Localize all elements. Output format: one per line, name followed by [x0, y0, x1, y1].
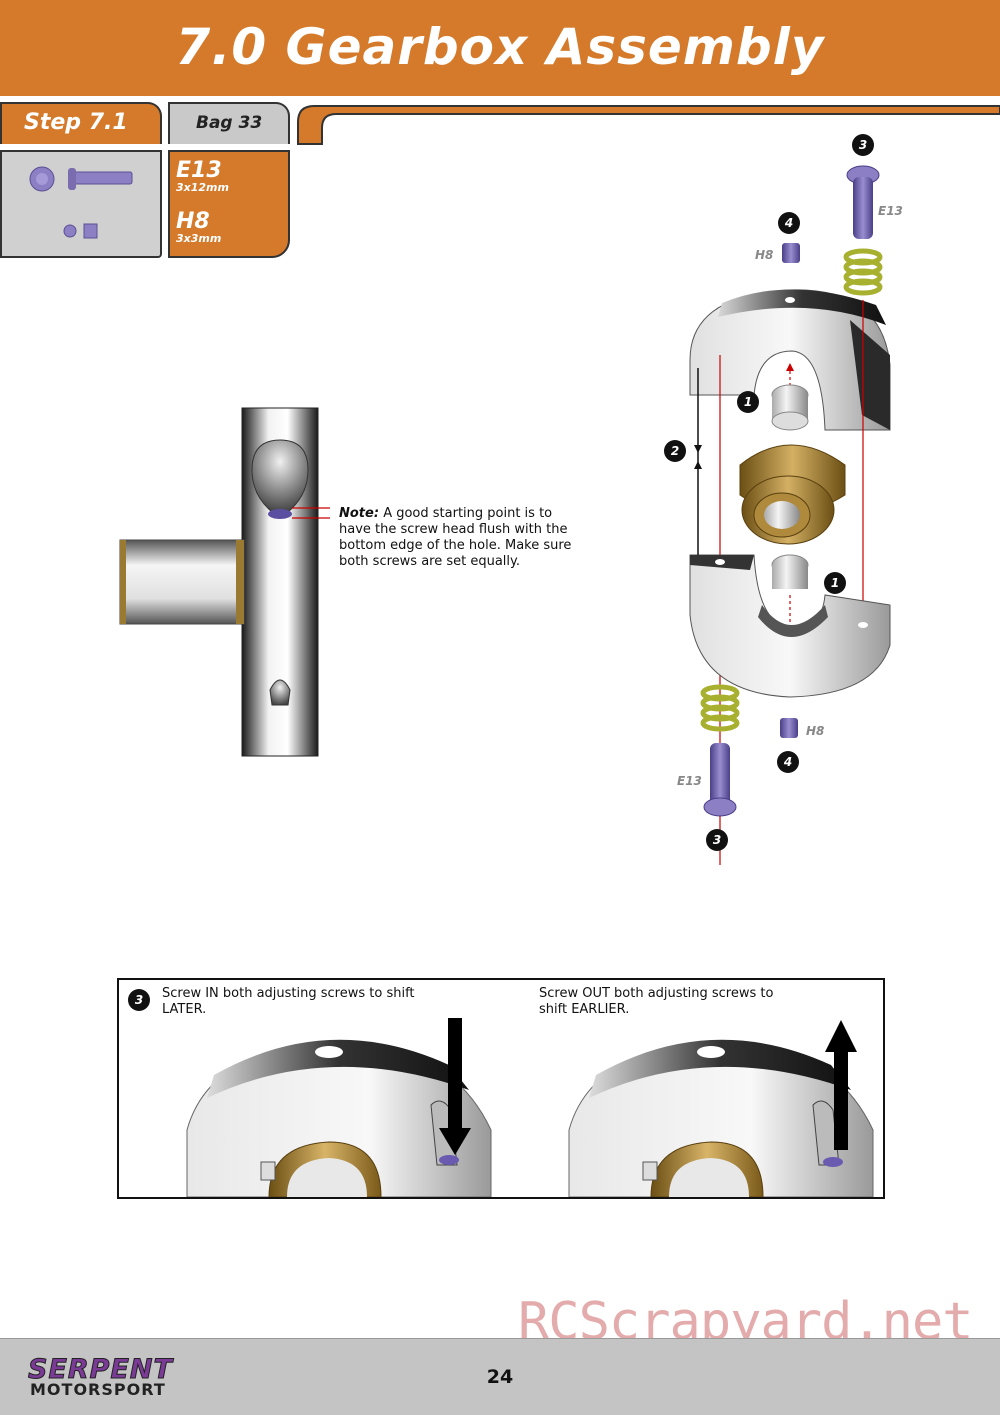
step-tab — [0, 102, 162, 144]
parts-codes-box — [168, 150, 290, 258]
label-h8-top: H8 — [755, 248, 773, 262]
callout-4-top: 4 — [784, 216, 793, 230]
label-e13-top: E13 — [878, 204, 903, 218]
callout-badges: 3 4 1 2 1 4 3 — [664, 134, 874, 851]
panel-right-text: Screw OUT both adjusting screws to shift… — [539, 986, 774, 1017]
adjustment-panel: 3 Screw IN both adjusting screws to shif… — [117, 978, 885, 1199]
exploded-diagram: 3 4 1 2 1 4 3 E13 H8 H8 E13 — [664, 134, 903, 865]
brand-logo-serpent: SERPENT — [28, 1354, 173, 1386]
left-disc-illustration — [186, 1018, 492, 1197]
part-size-h8: 3x3mm — [176, 232, 222, 245]
parts-icons — [29, 166, 133, 239]
panel-step-badge: 3 — [128, 989, 150, 1011]
bag-tab — [168, 102, 290, 144]
parts-icons-box — [0, 150, 162, 258]
callout-3-top: 3 — [859, 138, 867, 152]
note-body: A good starting point is to have the scr… — [339, 506, 572, 569]
step-label: Step 7.1 — [24, 110, 128, 135]
note-label: Note: — [339, 506, 380, 521]
page-number: 24 — [486, 1366, 514, 1388]
callout-2: 2 — [671, 444, 679, 458]
bag-label: Bag 33 — [196, 113, 263, 133]
note-text: Note: A good starting point is to have t… — [339, 506, 579, 570]
callout-1-bottom: 1 — [831, 576, 839, 590]
e13-screw-icon — [29, 166, 133, 192]
page-title: 7.0 Gearbox Assembly — [175, 18, 825, 76]
label-e13-bottom: E13 — [677, 774, 702, 788]
header-rule — [297, 105, 1000, 145]
callout-3-bottom: 3 — [713, 833, 721, 847]
right-disc-illustration — [568, 1020, 874, 1197]
side-view-illustration — [119, 407, 330, 757]
brand-logo-motorsport: MOTORSPORT — [30, 1380, 166, 1399]
callout-1-top: 1 — [744, 395, 752, 409]
callout-4-bottom: 4 — [783, 755, 792, 769]
footer-bar — [0, 1338, 1000, 1415]
h8-grub-screw-icon — [63, 223, 98, 239]
svg-text:3: 3 — [135, 993, 143, 1007]
panel-left-text: Screw IN both adjusting screws to shift … — [162, 986, 415, 1017]
part-code-h8: H8 — [176, 209, 210, 234]
label-h8-bottom: H8 — [806, 724, 824, 738]
header-bar — [0, 0, 1000, 96]
part-code-e13: E13 — [176, 158, 222, 183]
panel-illustrations — [186, 1018, 874, 1197]
part-size-e13: 3x12mm — [176, 181, 229, 194]
